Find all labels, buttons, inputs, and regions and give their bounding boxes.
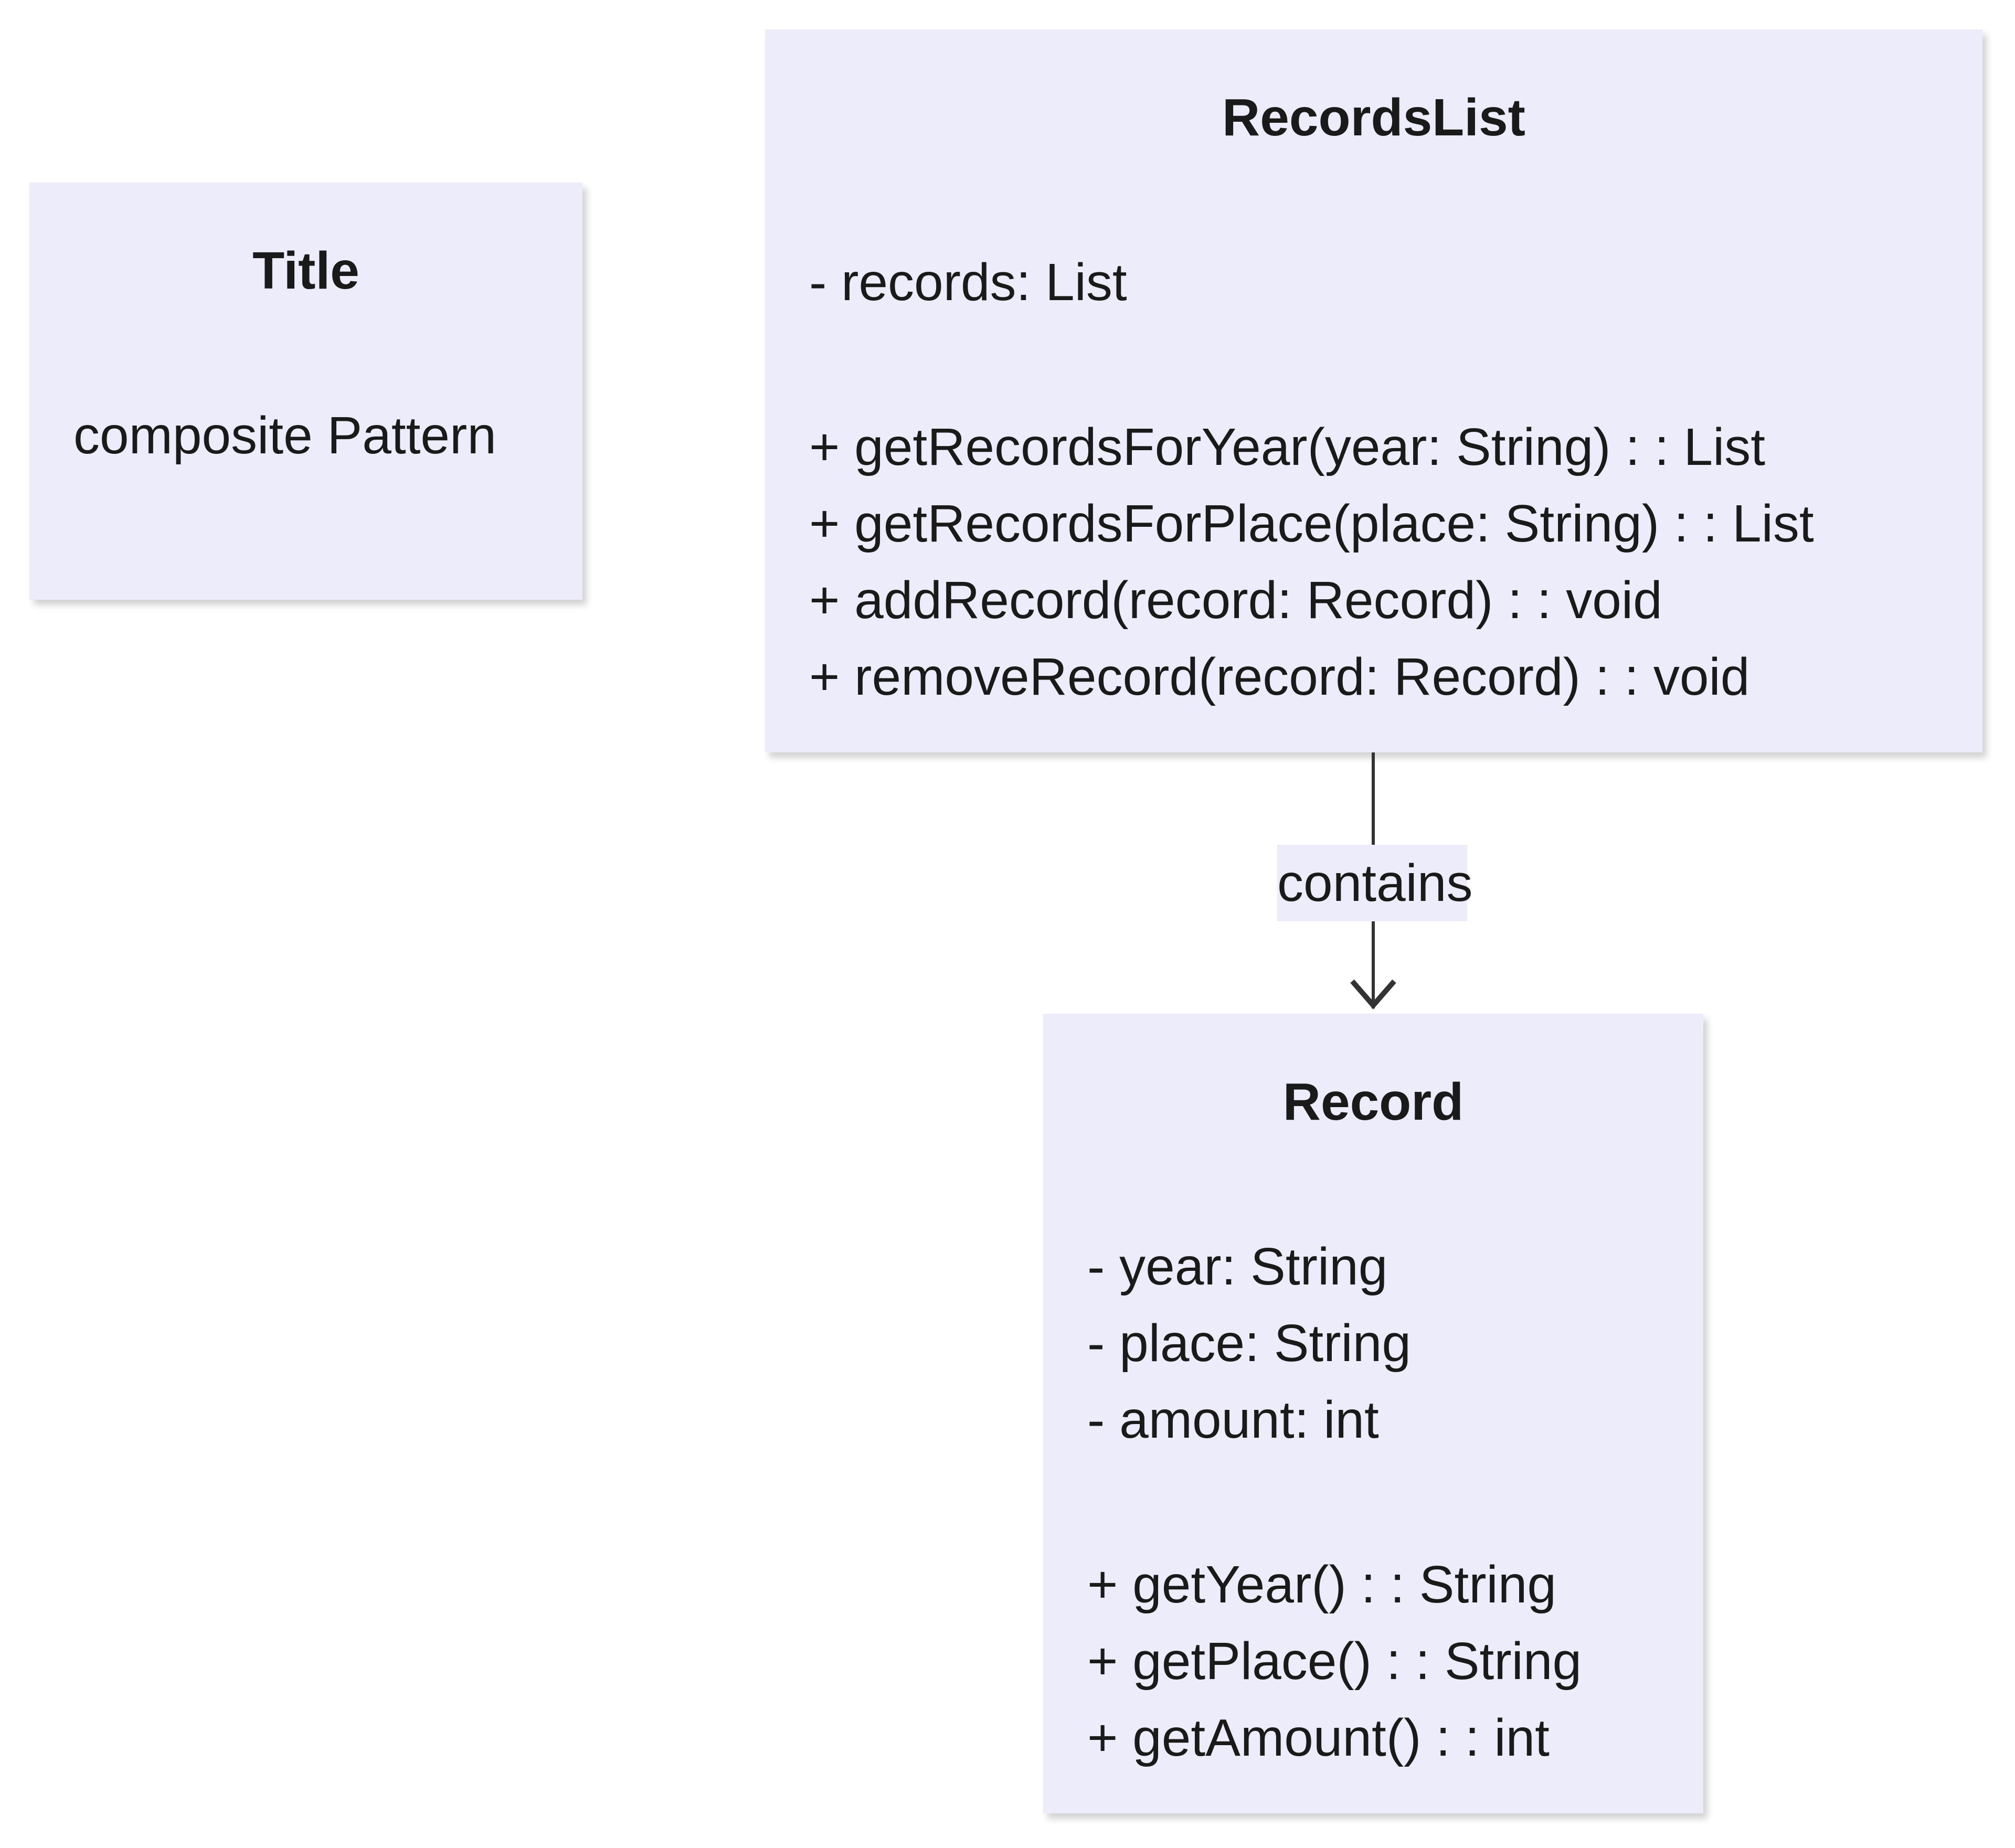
- class-name-record: Record: [1282, 1072, 1464, 1131]
- method-get-records-for-place: + getRecordsForPlace(place: String) : : …: [809, 494, 1814, 553]
- method-get-place: + getPlace() : : String: [1087, 1632, 1582, 1691]
- title-note-text: composite Pattern: [73, 406, 496, 465]
- title-note-heading: Title: [252, 241, 359, 300]
- class-box-recordslist: RecordsList - records: List + getRecords…: [765, 29, 1982, 752]
- class-box-record: Record - year: String - place: String - …: [1043, 1014, 1703, 1813]
- title-note-box: Title composite Pattern: [29, 183, 582, 600]
- attribute-year: - year: String: [1087, 1237, 1388, 1296]
- class-name-recordslist: RecordsList: [1222, 88, 1525, 147]
- method-get-amount: + getAmount() : : int: [1087, 1708, 1550, 1767]
- method-remove-record: + removeRecord(record: Record) : : void: [809, 647, 1750, 706]
- attribute-records: - records: List: [809, 253, 1127, 312]
- arrowhead-icon: [1350, 979, 1396, 1010]
- method-add-record: + addRecord(record: Record) : : void: [809, 571, 1662, 630]
- attribute-place: - place: String: [1087, 1314, 1411, 1373]
- method-get-year: + getYear() : : String: [1087, 1555, 1556, 1614]
- method-get-records-for-year: + getRecordsForYear(year: String) : : Li…: [809, 418, 1766, 476]
- attribute-amount: - amount: int: [1087, 1390, 1379, 1449]
- edge-label-contains: contains: [1277, 845, 1472, 921]
